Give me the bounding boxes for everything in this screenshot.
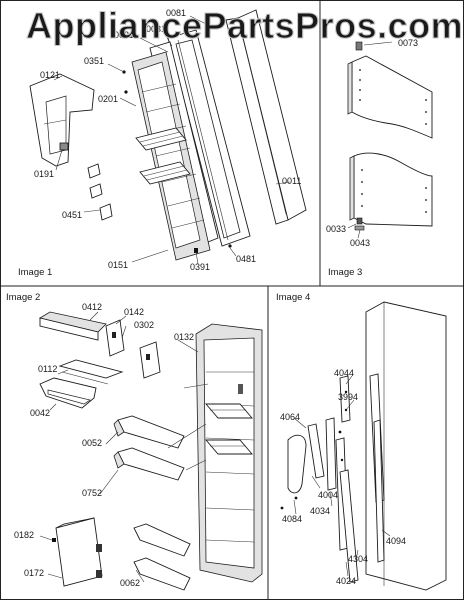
callout-0351: 0351 <box>84 56 104 66</box>
callout-4084: 4084 <box>282 514 302 524</box>
callout-0451: 0451 <box>62 210 82 220</box>
panel-title-image-1: Image 1 <box>18 267 52 278</box>
callout-4064: 4064 <box>280 412 300 422</box>
callout-0191: 0191 <box>34 169 54 179</box>
panel-title-image-4: Image 4 <box>276 292 310 303</box>
callout-0052: 0052 <box>82 438 102 448</box>
panel-title-image-2: Image 2 <box>6 292 40 303</box>
callout-0011: 0011 <box>282 176 301 186</box>
callout-0112: 0112 <box>38 364 57 374</box>
callout-0132: 0132 <box>174 332 194 342</box>
callout-4024: 4024 <box>336 576 356 586</box>
callout-0481: 0481 <box>236 254 256 264</box>
callout-0302: 0302 <box>134 320 154 330</box>
callout-0021: 0021 <box>114 30 134 40</box>
image1-labels: 0081 0021 0031 0351 0121 0201 0191 0451 … <box>18 8 301 278</box>
callout-4094: 4094 <box>386 536 406 546</box>
callout-4044: 4044 <box>334 368 354 378</box>
panel-title-image-3: Image 3 <box>328 267 362 278</box>
callout-3994: 3994 <box>338 392 358 402</box>
image4-labels: Image 4 4044 3994 4064 4004 4034 4084 40… <box>276 292 406 586</box>
callout-0031: 0031 <box>146 24 166 34</box>
callout-4034: 4034 <box>310 506 330 516</box>
callout-4004: 4004 <box>318 490 338 500</box>
callout-0752: 0752 <box>82 488 102 498</box>
callout-0081: 0081 <box>166 8 186 18</box>
callout-0151: 0151 <box>108 260 128 270</box>
callout-0201: 0201 <box>98 94 118 104</box>
callout-0062: 0062 <box>120 578 140 588</box>
callout-0073: 0073 <box>398 38 418 48</box>
callout-0121: 0121 <box>40 70 60 80</box>
image3-drawing <box>347 41 433 239</box>
image2-labels: Image 2 0412 0142 0302 0132 0112 0042 00… <box>6 292 194 588</box>
callout-4304: 4304 <box>348 554 368 564</box>
callout-0412: 0412 <box>82 302 102 312</box>
callout-0033: 0033 <box>326 224 346 234</box>
callout-0142: 0142 <box>124 307 144 317</box>
callout-0172: 0172 <box>24 568 44 578</box>
watermark-text: AppliancePartsPros.com <box>26 5 463 46</box>
callout-0043: 0043 <box>350 238 370 248</box>
callout-0042: 0042 <box>30 408 50 418</box>
image2-drawing <box>38 311 263 591</box>
callout-0391: 0391 <box>190 262 210 272</box>
image3-labels: 0073 0033 0043 Image 3 <box>326 38 418 278</box>
callout-0182: 0182 <box>14 530 34 540</box>
image4-drawing <box>280 301 447 591</box>
image1-drawing <box>29 9 307 265</box>
